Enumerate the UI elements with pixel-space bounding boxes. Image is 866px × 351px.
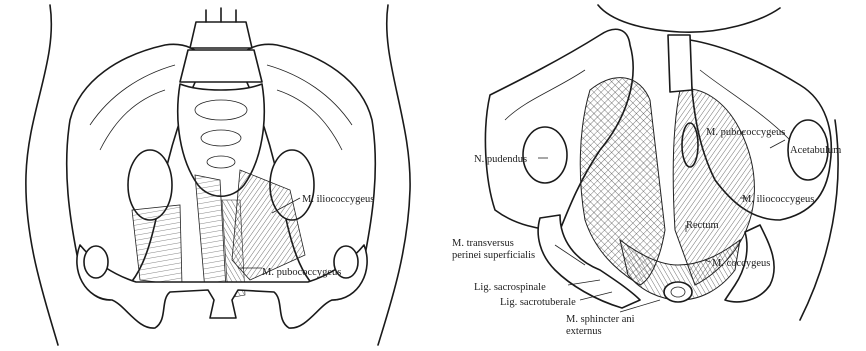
label-pubococcygeus-right: M. pubococcygeus: [706, 127, 785, 138]
label-sphincter-line1: M. sphincter ani: [566, 314, 635, 325]
label-sphincter-line2: externus: [566, 326, 602, 337]
left-pelvis-drawing: [26, 5, 410, 345]
label-iliococcygeus-left: M. iliococcygeus: [302, 194, 374, 205]
label-transversus-line2: perinei superficialis: [452, 250, 535, 261]
label-pubococcygeus-left: M. pubococcygeus: [262, 267, 341, 278]
label-rectum: Rectum: [686, 220, 719, 231]
right-pelvis-drawing: [485, 5, 838, 320]
label-iliococcygeus-right: M. iliococcygeus: [742, 194, 814, 205]
label-coccygeus: M. coccygeus: [712, 258, 770, 269]
label-acetabulum: Acetabulum: [790, 145, 841, 156]
label-sacrospinale: Lig. sacrospinale: [474, 282, 546, 293]
label-sacrotuberale: Lig. sacrotuberale: [500, 297, 576, 308]
label-pudendus: N. pudendus: [474, 154, 527, 165]
label-transversus-line1: M. transversus: [452, 238, 514, 249]
